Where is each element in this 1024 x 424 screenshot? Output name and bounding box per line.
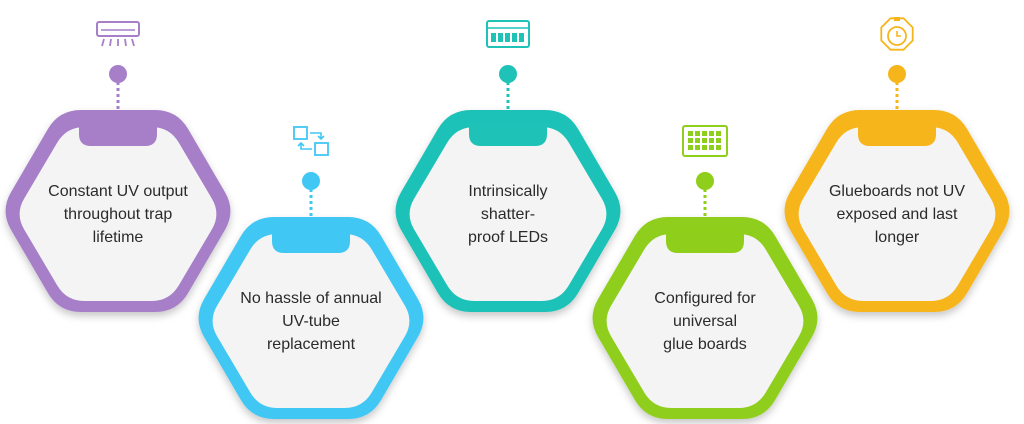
step-5-dot bbox=[888, 65, 906, 83]
step-1-text: Constant UV output throughout trap lifet… bbox=[48, 182, 188, 246]
led-panel-icon bbox=[486, 20, 530, 48]
step-4-card bbox=[606, 234, 804, 408]
step-1-hexagon bbox=[5, 21, 231, 312]
step-3-card bbox=[409, 127, 607, 301]
step-1-dot bbox=[109, 65, 127, 83]
step-4-dot bbox=[696, 172, 714, 190]
step-4-hexagon bbox=[592, 125, 818, 419]
step-2-dot bbox=[302, 172, 320, 190]
step-3-dot bbox=[499, 65, 517, 83]
step-3-hexagon bbox=[395, 20, 621, 312]
step-2-text: No hassle of annual UV-tube replacement bbox=[240, 289, 382, 353]
step-1-card bbox=[19, 127, 217, 301]
step-4-text: Configured for universal glue boards bbox=[654, 289, 756, 353]
step-2-hexagon bbox=[198, 126, 424, 419]
tube-swap-icon bbox=[293, 126, 329, 156]
step-2-card bbox=[212, 234, 410, 408]
glue-board-icon bbox=[682, 125, 728, 157]
step-5-text: Glueboards not UV exposed and last longe… bbox=[828, 182, 966, 246]
uv-lamp-icon bbox=[96, 21, 140, 47]
step-5-card bbox=[798, 127, 996, 301]
timer-badge-icon bbox=[880, 17, 914, 51]
step-3-text: Intrinsically shatter- proof LEDs bbox=[467, 182, 549, 246]
step-5-hexagon bbox=[784, 17, 1010, 312]
